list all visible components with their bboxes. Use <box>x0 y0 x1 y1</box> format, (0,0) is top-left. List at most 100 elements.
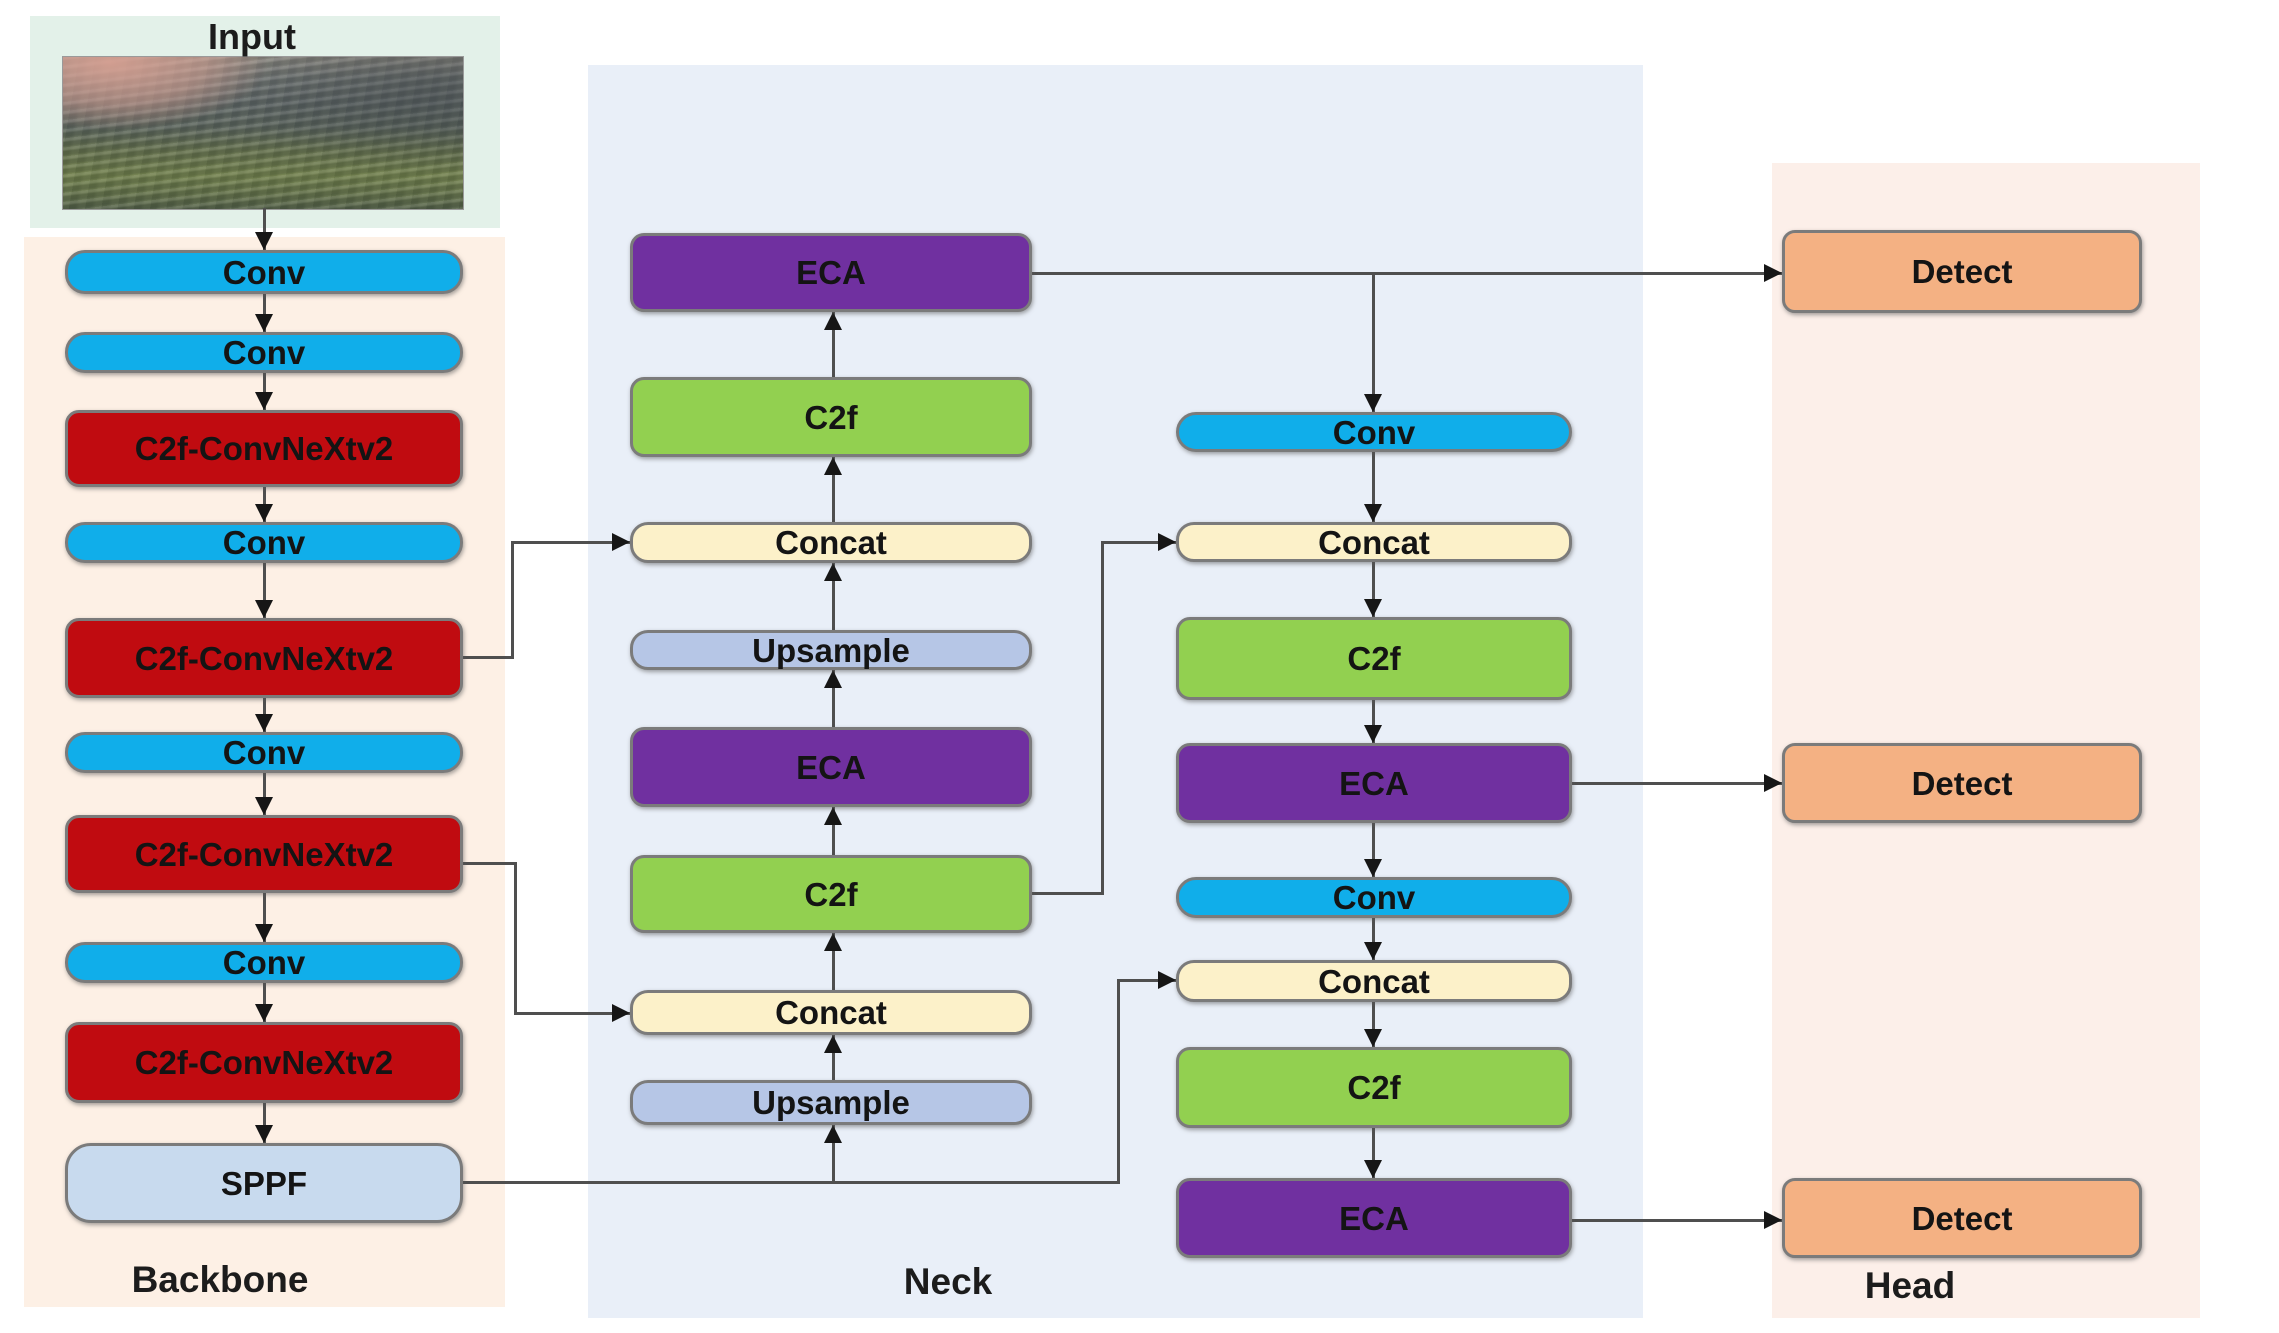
section-bg-head <box>1772 163 2200 1318</box>
connector-line-c2fx2-to-concatm1 <box>461 655 514 659</box>
block-c2fconv-3: C2f-ConvNeXtv2 <box>65 815 463 893</box>
connector-line-conv2-to-c2fx1 <box>262 371 266 412</box>
block-detect-1: Detect <box>1782 230 2142 313</box>
block-eca-r1: ECA <box>1176 743 1572 823</box>
input-section-label: Input <box>208 16 296 57</box>
connector-line-conv1-to-conv2 <box>262 292 266 334</box>
arrowhead-topline-to-convr1 <box>1364 394 1382 412</box>
arrowhead-ecatop-to-detect1 <box>1764 264 1782 282</box>
arrowhead-c2fr1-to-ecar1 <box>1364 725 1382 743</box>
connector-line-convr2-to-concatr2 <box>1371 916 1375 962</box>
connector-line-sppf-to-concatr2 <box>1116 978 1178 982</box>
block-concat-r1: Concat <box>1176 522 1572 562</box>
connector-line-c2fm-to-concatr1 <box>1100 540 1178 544</box>
connector-line-concatr1-to-c2fr1 <box>1371 560 1375 619</box>
connector-line-concatr2-to-c2fr2 <box>1371 1000 1375 1049</box>
connector-line-c2ftop-to-ecatop <box>831 310 835 379</box>
block-sppf: SPPF <box>65 1143 463 1223</box>
block-c2fconv-2: C2f-ConvNeXtv2 <box>65 618 463 698</box>
arrowhead-ecar2-to-detect3 <box>1764 1211 1782 1229</box>
connector-line-topline-to-convr1 <box>1371 271 1375 414</box>
block-eca-top: ECA <box>630 233 1032 312</box>
connector-line-ecar1-to-convr2 <box>1371 821 1375 879</box>
head-section-label: Head <box>1864 1265 1956 1306</box>
connector-line-c2fx3-to-concatm2 <box>461 861 517 865</box>
block-conv-b5: Conv <box>65 942 463 983</box>
connector-line-conv5-to-c2fx4 <box>262 981 266 1024</box>
arrowhead-conv2-to-c2fx1 <box>255 392 273 410</box>
arrowhead-concatr2-to-c2fr2 <box>1364 1029 1382 1047</box>
connector-line-c2fx3-to-concatm2 <box>513 861 517 1015</box>
arrowhead-upsample2-to-concatm2 <box>824 1035 842 1053</box>
arrowhead-c2fx4-to-sppf <box>255 1125 273 1143</box>
arrowhead-c2fm-to-concatr1 <box>1158 533 1176 551</box>
connector-line-input-to-conv1 <box>262 207 266 252</box>
arrowhead-ecar1-to-convr2 <box>1364 859 1382 877</box>
arrowhead-convr2-to-concatr2 <box>1364 942 1382 960</box>
connector-line-ecam1-to-upsample1 <box>831 668 835 729</box>
arrowhead-input-to-conv1 <box>255 232 273 250</box>
block-detect-2: Detect <box>1782 743 2142 823</box>
connector-line-concatm1-to-c2ftop <box>831 455 835 524</box>
connector-line-conv4-to-c2fx3 <box>262 771 266 817</box>
arrowhead-c2fx3-to-concatm2 <box>612 1004 630 1022</box>
block-eca-r2: ECA <box>1176 1178 1572 1258</box>
connector-line-sppf-to-concatr2 <box>1116 978 1120 1184</box>
arrowhead-c2fx2-to-conv4 <box>255 714 273 732</box>
arrowhead-c2fr2-to-ecar2 <box>1364 1160 1382 1178</box>
connector-line-ecatop-to-detect1 <box>1030 271 1784 275</box>
block-conv-b2: Conv <box>65 332 463 373</box>
block-c2fconv-1: C2f-ConvNeXtv2 <box>65 410 463 487</box>
arrowhead-conv3-to-c2fx2 <box>255 600 273 618</box>
connector-line-sppf-to-upsample2 <box>831 1123 835 1184</box>
connector-line-concatm2-to-c2fm <box>831 931 835 992</box>
arrowhead-concatr1-to-c2fr1 <box>1364 599 1382 617</box>
connector-line-c2fx2-to-concatm1 <box>510 540 514 659</box>
block-concat-r2: Concat <box>1176 960 1572 1002</box>
connector-line-c2fx4-to-sppf <box>262 1101 266 1145</box>
connector-line-ecar1-to-detect2 <box>1570 781 1784 785</box>
arrowhead-c2fx2-to-concatm1 <box>612 533 630 551</box>
connector-line-c2fx3-to-conv5 <box>262 891 266 944</box>
block-concat-m1: Concat <box>630 522 1032 563</box>
arrowhead-concatm1-to-c2ftop <box>824 457 842 475</box>
neck-section-label: Neck <box>903 1261 993 1302</box>
connector-line-upsample1-to-concatm1 <box>831 561 835 632</box>
block-conv-r2: Conv <box>1176 877 1572 918</box>
arrowhead-conv5-to-c2fx4 <box>255 1004 273 1022</box>
arrowhead-ecar1-to-detect2 <box>1764 774 1782 792</box>
connector-line-c2fm-to-ecam1 <box>831 805 835 857</box>
arrowhead-sppf-to-upsample2 <box>824 1125 842 1143</box>
block-detect-3: Detect <box>1782 1178 2142 1258</box>
block-concat-m2: Concat <box>630 990 1032 1035</box>
connector-line-c2fr2-to-ecar2 <box>1371 1126 1375 1180</box>
arrowhead-upsample1-to-concatm1 <box>824 563 842 581</box>
arrowhead-conv1-to-conv2 <box>255 314 273 332</box>
connector-line-c2fr1-to-ecar1 <box>1371 698 1375 745</box>
block-conv-b4: Conv <box>65 732 463 773</box>
connector-line-conv3-to-c2fx2 <box>262 561 266 620</box>
arrowhead-c2fx3-to-conv5 <box>255 924 273 942</box>
connector-line-ecar2-to-detect3 <box>1570 1218 1784 1222</box>
arrowhead-c2fm-to-ecam1 <box>824 807 842 825</box>
arrowhead-ecam1-to-upsample1 <box>824 670 842 688</box>
connector-line-sppf-to-concatr2 <box>461 1180 1120 1184</box>
block-c2fconv-4: C2f-ConvNeXtv2 <box>65 1022 463 1103</box>
block-conv-b1: Conv <box>65 250 463 294</box>
connector-line-convr1-to-concatr1 <box>1371 450 1375 524</box>
connector-line-c2fx3-to-concatm2 <box>513 1011 632 1015</box>
block-upsample-1: Upsample <box>630 630 1032 670</box>
connector-line-c2fx2-to-concatm1 <box>510 540 632 544</box>
block-upsample-2: Upsample <box>630 1080 1032 1125</box>
arrowhead-concatm2-to-c2fm <box>824 933 842 951</box>
arrowhead-conv4-to-c2fx3 <box>255 797 273 815</box>
arrowhead-convr1-to-concatr1 <box>1364 504 1382 522</box>
connector-line-c2fm-to-concatr1 <box>1030 891 1104 895</box>
block-eca-m1: ECA <box>630 727 1032 807</box>
block-conv-b3: Conv <box>65 522 463 563</box>
arrowhead-sppf-to-concatr2 <box>1158 971 1176 989</box>
arrowhead-c2ftop-to-ecatop <box>824 312 842 330</box>
block-c2f-m: C2f <box>630 855 1032 933</box>
backbone-section-label: Backbone <box>131 1259 309 1300</box>
